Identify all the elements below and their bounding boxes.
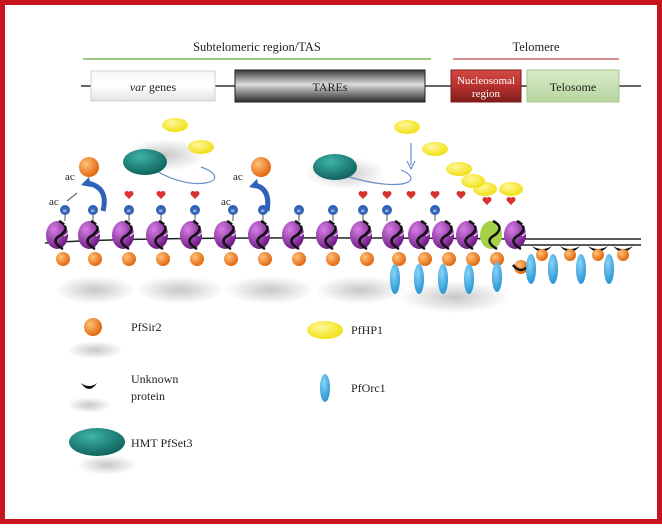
acetyl-mark: ac [294,205,304,221]
nucleosome-array [46,219,528,251]
legend-unknown-protein-swatch [81,383,97,389]
variant-nucleosome [480,219,502,251]
legend-unknown-label-line1: Unknown [131,372,178,386]
histone-marks: ac ac ac ac ac ac ac ac ac ac ac ac [60,191,516,221]
var-genes-segment [90,70,216,102]
nucleosome [282,219,306,251]
telosome-label: Telosome [550,80,596,94]
nucleosome [180,219,204,251]
legend-pfhp1-swatch [307,321,343,339]
svg-text:ac: ac [433,209,438,214]
svg-text:ac: ac [331,209,336,214]
svg-text:ac: ac [127,209,132,214]
deacetylation-cluster-middle: ac ac [221,157,271,212]
methyl-mark [358,191,368,199]
legend-hmt-pfset3-swatch [69,428,125,456]
methyl-mark [430,191,440,199]
tares-segment [234,69,426,103]
svg-text:ac: ac [91,209,96,214]
nucleosome [316,219,340,251]
nucleosome [456,219,480,251]
telosome-segment [526,69,620,103]
acetyl-mark: ac [430,205,440,221]
nucleosome [146,219,170,251]
legend-unknown-label-line2: protein [131,389,165,403]
pforc1-row [390,254,614,294]
methyl-mark [124,191,134,199]
nucleosome [504,219,528,251]
svg-text:ac: ac [231,209,236,214]
svg-text:ac: ac [297,209,302,214]
legend: PfSir2 Unknown protein HMT PfSet3 PfHP1 … [67,318,386,475]
legend-pfsir2-label: PfSir2 [131,320,162,334]
svg-text:ac: ac [261,209,266,214]
ac-label: ac [65,171,75,183]
nucleosome [350,219,374,251]
methyl-mark [190,191,200,199]
methyl-mark [382,191,392,199]
methyl-mark [156,191,166,199]
acetyl-mark: ac [88,205,98,221]
legend-pfhp1-label: PfHP1 [351,323,383,337]
hmt-pfset3-left [123,149,216,185]
acetyl-mark: ac [328,205,338,221]
acetyl-mark: ac [156,205,166,221]
nucleosome [432,219,456,251]
nucleosome [78,219,102,251]
ac-label: ac [221,196,231,208]
nucleosomal-label-line1: Nucleosomal [457,75,515,87]
acetyl-mark: ac [190,205,200,221]
svg-text:ac: ac [159,209,164,214]
nucleosome [408,219,432,251]
hmt-pfset3-right [313,154,412,186]
var-genes-label: var genes [130,80,177,94]
nucleosome [214,219,238,251]
methyl-mark [482,197,492,205]
subtelomeric-region-label: Subtelomeric region/TAS [193,40,321,54]
pfhp1-cluster [162,118,523,196]
nucleosomal-region-segment [450,69,522,103]
nucleosome [46,219,70,251]
ac-label: ac [49,196,59,208]
methyl-mark [406,191,416,199]
pfsir2-bead-row [56,252,528,274]
deacetylation-cluster-left: ac ac [49,157,107,212]
svg-text:ac: ac [63,209,68,214]
svg-text:ac: ac [193,209,198,214]
acetyl-mark: ac [228,205,238,221]
legend-pforc1-swatch [320,374,330,402]
methyl-mark [456,191,466,199]
acetyl-mark: ac [358,205,368,221]
acetyl-mark: ac [60,205,70,221]
pfsir2-enzyme [79,157,99,177]
acetyl-mark: ac [124,205,134,221]
svg-text:ac: ac [361,209,366,214]
pfsir2-enzyme [251,157,271,177]
methyl-mark [506,197,516,205]
unknown-protein-row [512,246,633,272]
telomere-label: Telomere [512,40,559,54]
nucleosome [382,219,406,251]
acetyl-removal-arrow [86,180,107,212]
nucleosome [112,219,136,251]
legend-hmt-pfset3-label: HMT PfSet3 [131,436,192,450]
ac-label: ac [233,171,243,183]
telomere-diagram: Subtelomeric region/TAS Telomere var gen… [44,40,641,475]
tares-label: TAREs [312,80,347,94]
svg-text:ac: ac [385,209,390,214]
legend-pforc1-label: PfOrc1 [351,381,386,395]
acetyl-mark: ac [382,205,392,221]
legend-pfsir2-swatch [84,318,102,336]
dna-strand [44,237,641,246]
nucleosomal-label-line2: region [472,88,501,100]
nucleosome [248,219,272,251]
